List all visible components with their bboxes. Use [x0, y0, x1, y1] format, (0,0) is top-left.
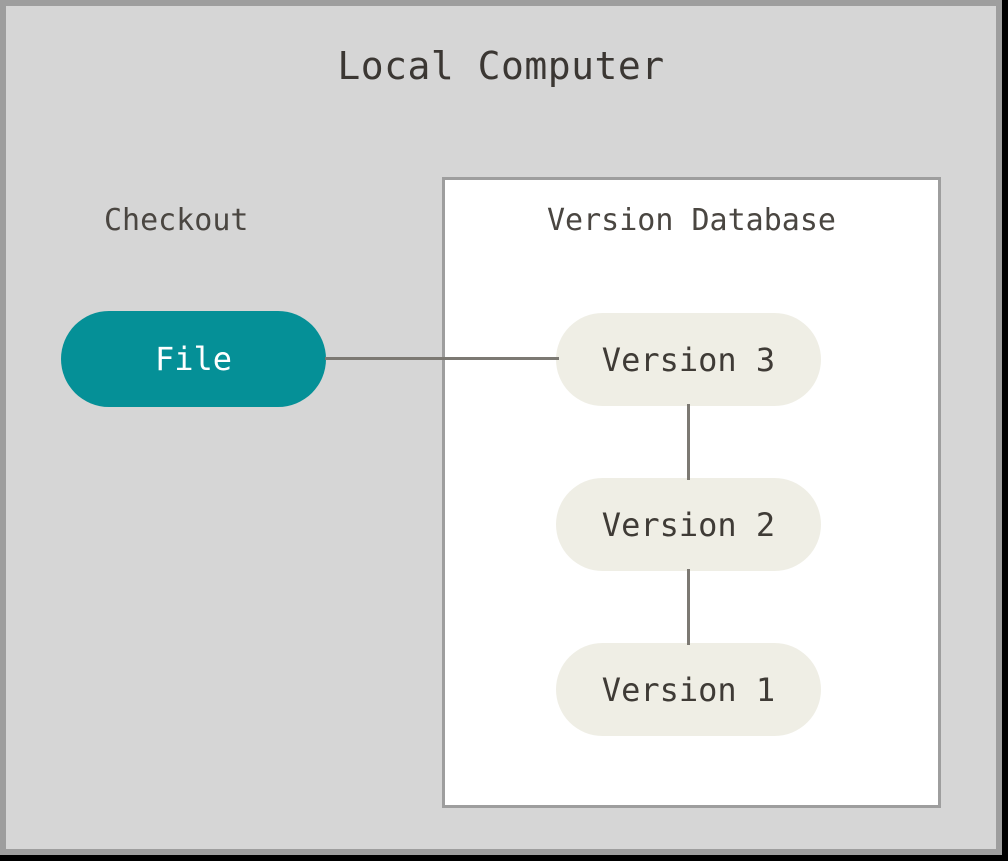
version-node-1[interactable]: Version 1 [556, 643, 821, 736]
version-node-3[interactable]: Version 3 [556, 313, 821, 406]
edge-file-to-version3 [325, 357, 559, 360]
checkout-label: Checkout [104, 203, 249, 238]
edge-version3-to-version2 [687, 404, 690, 480]
version-node-2[interactable]: Version 2 [556, 478, 821, 571]
page-title: Local Computer [337, 44, 665, 88]
file-node[interactable]: File [61, 311, 326, 407]
version-database-title: Version Database [547, 203, 836, 238]
edge-version2-to-version1 [687, 569, 690, 645]
